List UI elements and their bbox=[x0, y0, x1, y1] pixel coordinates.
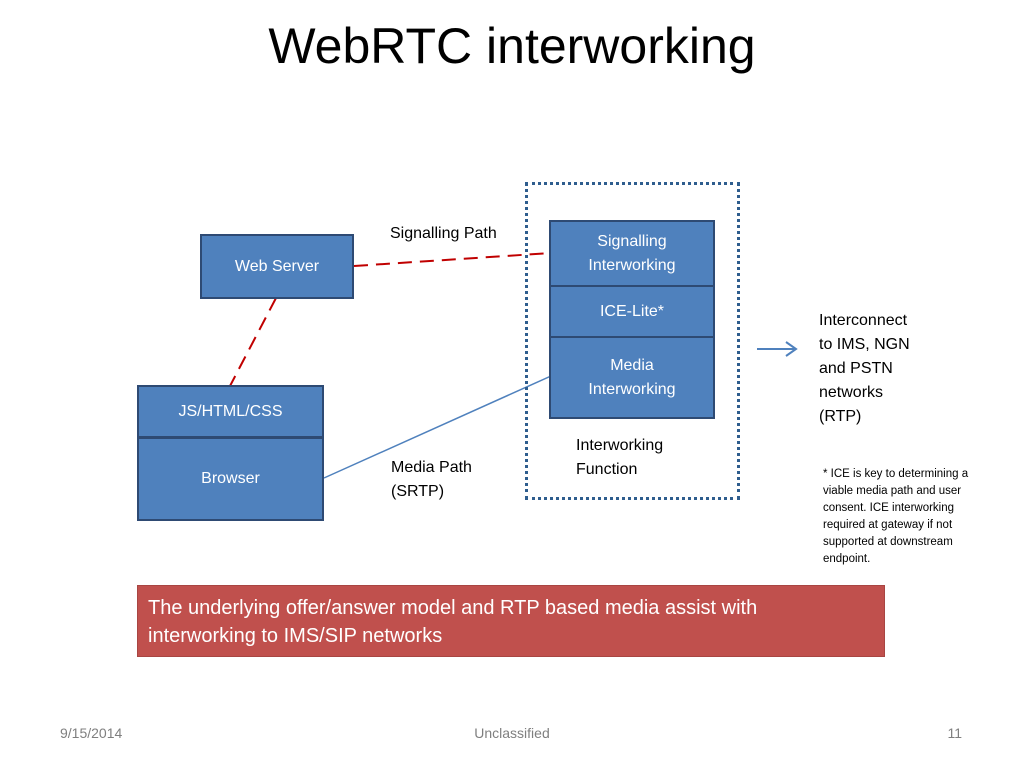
js-html-css-label: JS/HTML/CSS bbox=[178, 402, 283, 420]
summary-banner-line1: The underlying offer/answer model and RT… bbox=[148, 597, 758, 619]
ice-lite-box: ICE-Lite* bbox=[549, 285, 715, 338]
media-path-label: Media Path (SRTP) bbox=[391, 456, 472, 504]
media-interworking-box: Media Interworking bbox=[549, 336, 715, 419]
interconnect-line: and PSTN bbox=[819, 360, 893, 377]
summary-banner: The underlying offer/answer model and RT… bbox=[137, 585, 885, 657]
interconnect-line: Interconnect bbox=[819, 312, 908, 329]
footnote-line: supported at downstream bbox=[823, 536, 953, 548]
web-server-label: Web Server bbox=[234, 257, 320, 275]
slide-title: WebRTC interworking bbox=[268, 18, 756, 74]
footnote-line: * ICE is key to determining a bbox=[823, 468, 969, 480]
footer-classification: Unclassified bbox=[474, 725, 550, 741]
footer-date: 9/15/2014 bbox=[60, 725, 123, 741]
interconnect-arrow-icon bbox=[757, 341, 798, 357]
ice-footnote: * ICE is key to determining a viable med… bbox=[823, 466, 968, 568]
media-path-label-line1: Media Path bbox=[391, 459, 472, 476]
signalling-interworking-box: Signalling Interworking bbox=[549, 220, 715, 287]
web-server-browser-link bbox=[229, 297, 277, 387]
browser-label: Browser bbox=[201, 470, 260, 487]
interconnect-line: (RTP) bbox=[819, 408, 862, 425]
interworking-function-label: Interworking Function bbox=[576, 434, 663, 482]
ice-lite-label: ICE-Lite* bbox=[599, 302, 665, 320]
interconnect-line: to IMS, NGN bbox=[819, 336, 910, 353]
media-path-label-line2: (SRTP) bbox=[391, 483, 445, 500]
signalling-path-line bbox=[353, 252, 552, 267]
signalling-path-label: Signalling Path bbox=[390, 225, 497, 242]
footer-page-number: 11 bbox=[947, 725, 962, 741]
interconnect-line: networks bbox=[819, 384, 884, 401]
summary-banner-line2: interworking to IMS/SIP networks bbox=[148, 625, 443, 647]
browser-box: Browser bbox=[137, 437, 324, 521]
interconnect-label: Interconnect to IMS, NGN and PSTN networ… bbox=[819, 309, 910, 429]
media-path-line bbox=[323, 375, 552, 479]
interworking-function-frame bbox=[525, 182, 740, 500]
media-interworking-label: Media Interworking bbox=[588, 356, 676, 398]
js-html-css-box: JS/HTML/CSS bbox=[137, 385, 324, 438]
footnote-line: endpoint. bbox=[823, 553, 871, 565]
footnote-line: consent. ICE interworking bbox=[823, 502, 955, 514]
footnote-line: required at gateway if not bbox=[823, 519, 953, 531]
footnote-line: viable media path and user bbox=[823, 485, 962, 497]
interworking-function-line1: Interworking bbox=[576, 437, 664, 454]
web-server-box: Web Server bbox=[200, 234, 354, 299]
signalling-interworking-label: Signalling Interworking bbox=[588, 232, 676, 274]
interworking-function-line2: Function bbox=[576, 461, 638, 478]
